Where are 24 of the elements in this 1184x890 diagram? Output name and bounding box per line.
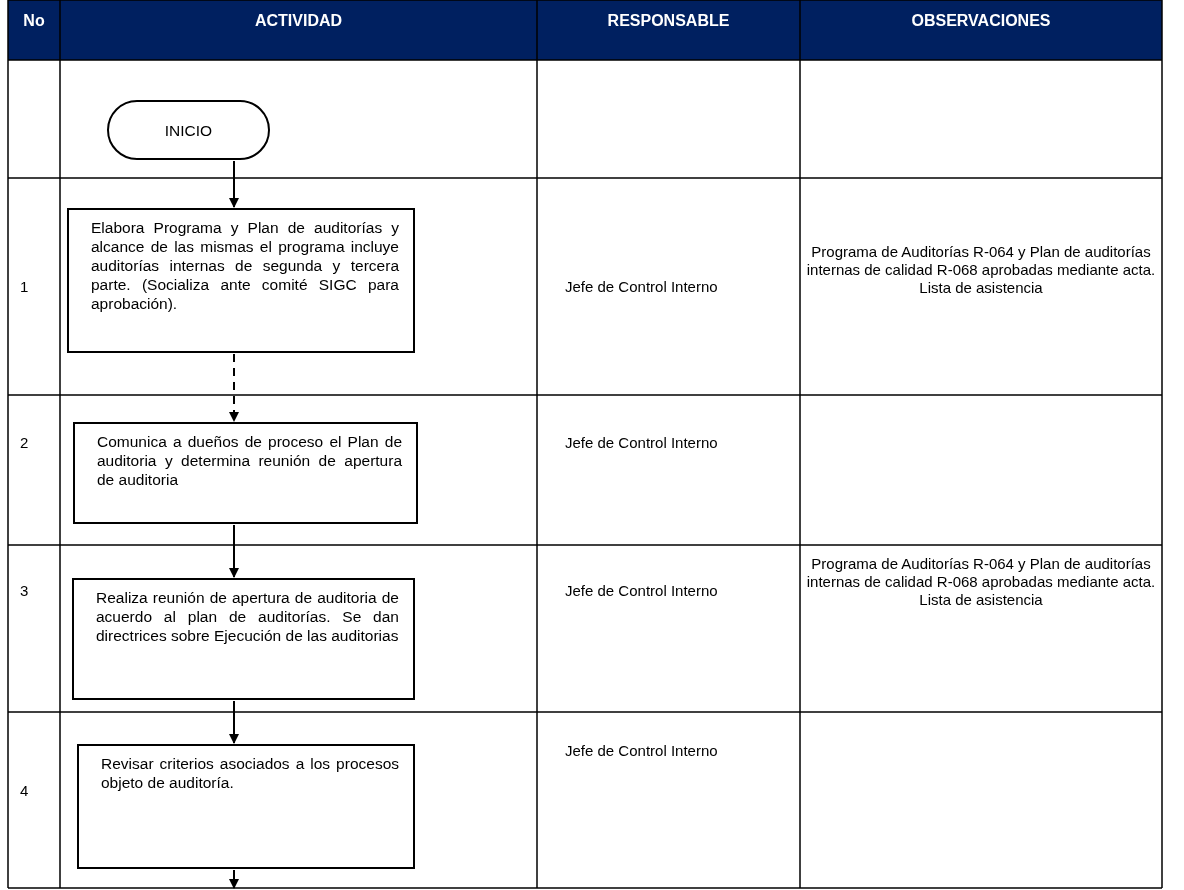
responsible-text: Jefe de Control Interno xyxy=(565,582,718,600)
column-header: No xyxy=(22,12,46,30)
process-box: Comunica a dueños de proceso el Plan de auditoria y determina reunión de apertura de auditoria xyxy=(73,422,418,524)
row-number: 4 xyxy=(20,782,29,800)
process-box: Revisar criterios asociados a los procesos objeto de auditoría. xyxy=(77,744,415,869)
column-header: RESPONSABLE xyxy=(606,12,731,30)
process-box: Realiza reunión de apertura de auditoria de acuerdo al plan de auditorías. Se dan directrices sobre Ejecución de las auditorias xyxy=(72,578,415,700)
observation-text: Programa de Auditorías R-064 y Plan de auditorías internas de calidad R-068 aprobadas mediante acta. Lista de asistencia xyxy=(805,243,1157,297)
arrow xyxy=(229,353,239,422)
responsible-text: Jefe de Control Interno xyxy=(565,742,718,760)
responsible-text: Jefe de Control Interno xyxy=(565,278,718,296)
observation-text: Programa de Auditorías R-064 y Plan de auditorías internas de calidad R-068 aprobadas mediante acta. Lista de asistencia xyxy=(805,555,1157,609)
arrow xyxy=(229,160,239,208)
arrow xyxy=(229,869,239,889)
terminal-shape: INICIO xyxy=(107,100,270,160)
row-number: 2 xyxy=(20,434,29,452)
responsible-text: Jefe de Control Interno xyxy=(565,434,718,452)
arrow xyxy=(229,524,239,578)
row-number: 1 xyxy=(20,278,29,296)
column-header: ACTIVIDAD xyxy=(253,12,344,30)
arrow xyxy=(229,700,239,744)
column-header: OBSERVACIONES xyxy=(910,12,1052,30)
process-box: Elabora Programa y Plan de auditorías y alcance de las mismas el programa incluye auditorías internas de segunda y tercera parte. (Socializa ante comité SIGC para aprobación). xyxy=(67,208,415,353)
row-number: 3 xyxy=(20,582,29,600)
